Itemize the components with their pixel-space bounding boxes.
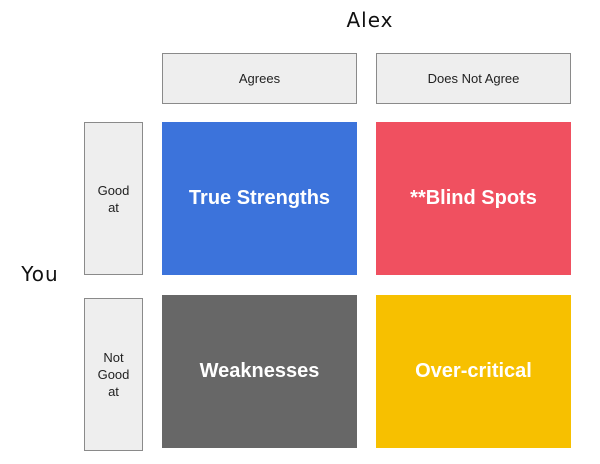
column-header-does-not-agree-label: Does Not Agree [427, 71, 520, 86]
quadrant-true-strengths-label: True Strengths [188, 187, 331, 209]
column-header-agrees: Agrees [162, 53, 357, 104]
row-header-not-good-at-line-2: Good [97, 367, 130, 382]
row-header-not-good-at-line-3: at [108, 384, 119, 399]
quadrant-weaknesses: Weaknesses [162, 295, 357, 448]
quadrant-over-critical-label: Over-critical [415, 360, 532, 382]
row-header-good-at: Good at [84, 122, 143, 275]
quadrant-weaknesses-label: Weaknesses [199, 360, 320, 382]
row-header-not-good-at-line-1: Not [103, 350, 124, 365]
row-header-good-at-line-1: Good [97, 182, 130, 198]
column-header-does-not-agree: Does Not Agree [376, 53, 571, 104]
row-axis-title: You [21, 262, 59, 286]
row-header-good-at-line-2: at [108, 199, 119, 215]
quadrant-over-critical: Over-critical [376, 295, 571, 448]
quadrant-blind-spots: **Blind Spots [376, 122, 571, 275]
quadrant-blind-spots-label: **Blind Spots [410, 187, 537, 209]
row-header-not-good-at: Not Good at [84, 298, 143, 451]
column-axis-title: Alex [346, 8, 394, 32]
column-header-agrees-label: Agrees [238, 71, 281, 86]
quadrant-true-strengths: True Strengths [162, 122, 357, 275]
